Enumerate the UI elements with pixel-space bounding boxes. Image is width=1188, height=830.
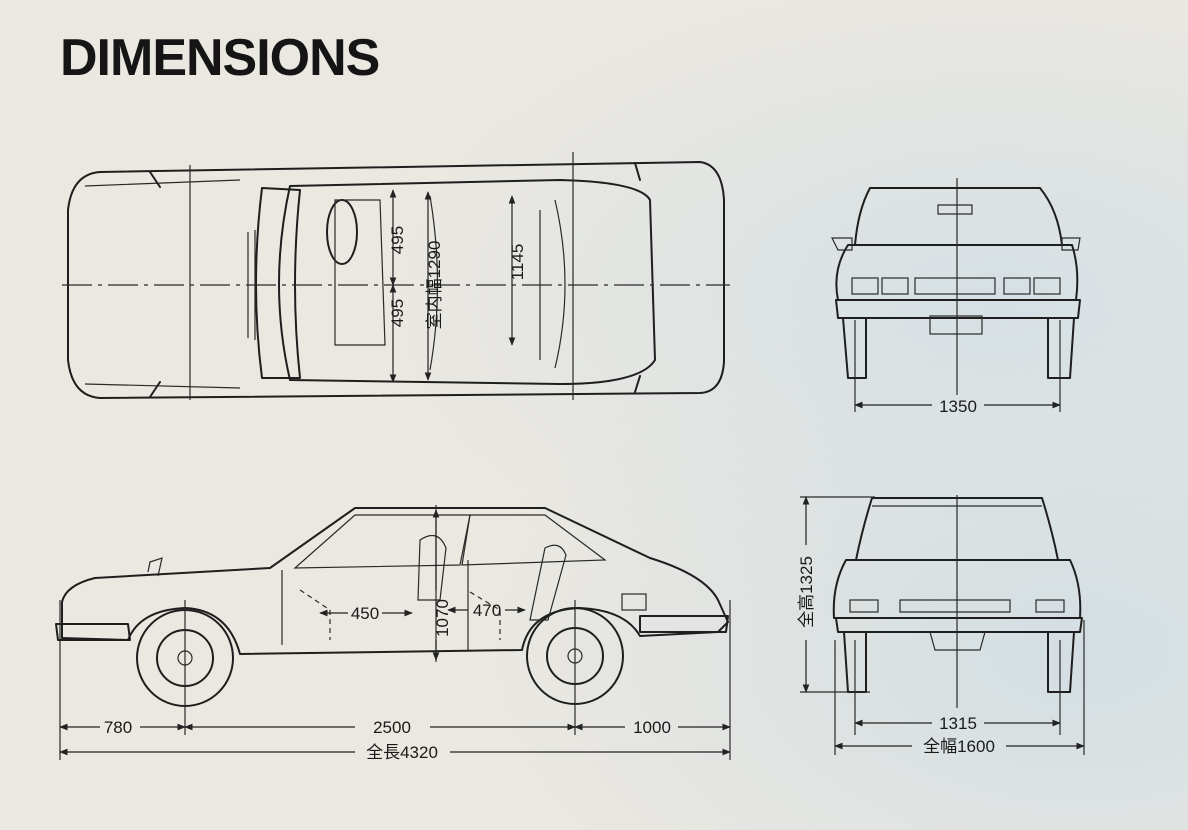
rear-view-car [800, 495, 1085, 755]
interior-height-label: 1070 [433, 599, 452, 637]
seat-width-bottom-label: 495 [388, 299, 407, 327]
front-view-car [831, 178, 1081, 412]
top-view-car [62, 152, 730, 400]
overall-length-label: 全長4320 [366, 743, 438, 762]
page-title: DIMENSIONS [60, 29, 380, 87]
overall-height-label: 全高1325 [797, 556, 816, 628]
seat-width-top-label: 495 [388, 226, 407, 254]
overall-width-label: 全幅1600 [923, 737, 995, 756]
wheelbase-label: 2500 [373, 718, 411, 737]
cabin-width-label: 1145 [508, 244, 527, 281]
rear-overhang-label: 1000 [633, 718, 671, 737]
interior-width-label: 室内幅1290 [425, 241, 444, 330]
front-track-label: 1350 [939, 397, 977, 416]
rear-track-label: 1315 [939, 714, 977, 733]
rear-legroom-label: 470 [473, 601, 501, 620]
front-legroom-label: 450 [351, 604, 379, 623]
side-view-car [55, 505, 731, 760]
front-overhang-label: 780 [104, 718, 132, 737]
